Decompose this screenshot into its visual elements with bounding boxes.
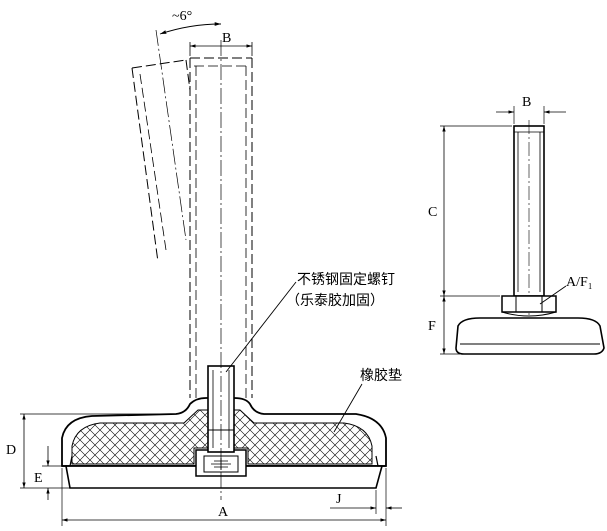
angle-label: ~6°: [172, 9, 192, 24]
angle-arc: [159, 22, 222, 35]
dim-e-label: E: [34, 471, 43, 486]
dim-a: A: [61, 468, 387, 526]
rubber-pad-label: 橡胶垫: [360, 367, 402, 384]
side-view: B C F A/F₁: [428, 95, 605, 356]
dim-c: C: [428, 125, 512, 297]
tilted-stem-phantom: [131, 29, 191, 263]
dim-b-right-label: B: [522, 95, 531, 110]
dim-b-right: B: [496, 95, 566, 124]
main-section-view: ~6° B 不锈钢固定螺钉 （乐泰胶加固） 橡胶垫 D E: [6, 9, 402, 526]
dim-d-label: D: [6, 443, 16, 458]
rubber-leader: [333, 383, 363, 433]
dim-f-label: F: [428, 319, 436, 334]
af1-label: A/F₁: [566, 275, 593, 290]
screw-leader: [225, 281, 297, 373]
dim-c-label: C: [428, 205, 437, 220]
stem-phantom: [189, 40, 253, 500]
dim-e: E: [34, 446, 62, 500]
dim-b-top: B: [189, 31, 253, 56]
af1-leader: [539, 285, 567, 305]
dim-j: J: [330, 490, 402, 514]
dim-f: F: [428, 296, 460, 355]
screw-label-line1: 不锈钢固定螺钉: [297, 272, 395, 288]
side-base: [455, 317, 605, 355]
screw-label-line2: （乐泰胶加固）: [286, 292, 384, 309]
dim-j-label: J: [336, 492, 342, 507]
dim-b-top-label: B: [222, 31, 231, 46]
dim-a-label: A: [218, 505, 229, 520]
